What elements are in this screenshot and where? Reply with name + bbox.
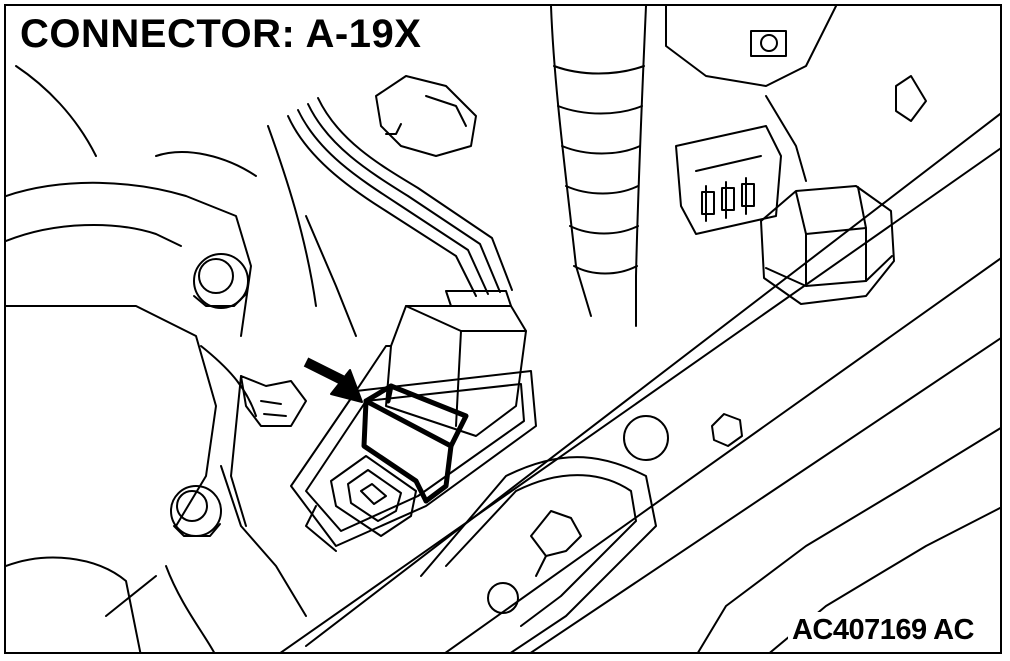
body-panel — [279, 112, 1000, 652]
corrugated-conduit — [550, 6, 647, 327]
mounting-clip — [230, 375, 307, 527]
pointer-arrow — [303, 357, 363, 403]
bolt-lower — [170, 485, 222, 537]
engine-housing-left — [6, 65, 307, 652]
figure-id: AC407169 AC — [787, 612, 978, 648]
reservoir-cap — [760, 185, 895, 305]
figure-number: AC407169 — [791, 614, 927, 646]
engine-bay-illustration — [6, 6, 1000, 652]
diagram-frame: CONNECTOR: A-19X AC407169 AC — [4, 4, 1002, 654]
connector-a19x-highlight — [361, 383, 469, 504]
upper-connector-left — [375, 75, 477, 157]
connector-plug — [330, 455, 417, 537]
diagram-title: CONNECTOR: A-19X — [20, 10, 428, 58]
relay-housing — [290, 290, 537, 552]
wire-harness — [267, 97, 513, 337]
bolt-upper — [193, 253, 249, 309]
bracket-upper-right — [665, 6, 927, 182]
figure-suffix: AC — [933, 614, 974, 646]
upper-connector-right — [675, 125, 782, 235]
